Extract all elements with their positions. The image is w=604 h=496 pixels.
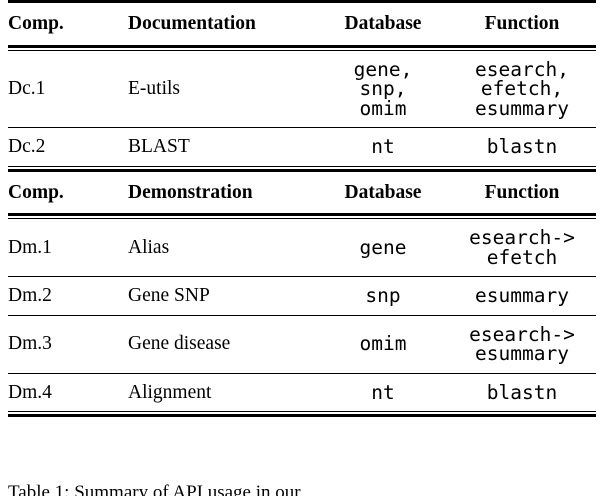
cell-comp: Dm.2 xyxy=(8,285,52,306)
column-header-comp: Comp. xyxy=(8,13,64,34)
column-header-documentation: Documentation xyxy=(128,13,256,34)
table-top-rule xyxy=(8,0,596,4)
cell-comp: Dc.2 xyxy=(8,136,46,157)
header-rule-documentation xyxy=(8,44,596,51)
cell-demonstration: Alias xyxy=(128,236,170,258)
cell-comp: Dc.1 xyxy=(8,78,46,99)
section-divider-rule xyxy=(8,165,596,172)
cell-database: nt xyxy=(371,135,395,158)
column-header-demonstration: Demonstration xyxy=(128,181,253,203)
cell-function: esearch, efetch, esummary xyxy=(475,57,569,120)
table-row: Dc.1 E-utils gene, snp, omim esearch, ef… xyxy=(8,50,596,128)
header-row-demonstration: Comp. Demonstration Database Function xyxy=(8,170,596,215)
cell-function: esearch-> esummary xyxy=(469,322,575,365)
row-rule xyxy=(8,127,596,128)
cell-demonstration: Gene disease xyxy=(128,333,231,355)
cell-database: gene, snp, omim xyxy=(353,57,413,120)
cell-documentation: BLAST xyxy=(128,136,190,157)
row-rule xyxy=(8,314,596,316)
row-rule xyxy=(8,372,596,374)
table-row: Dm.1 Alias gene esearch-> efetch xyxy=(8,219,596,277)
cell-database: gene xyxy=(359,235,407,259)
cell-database: snp xyxy=(365,284,401,307)
table-row: Dc.2 BLAST nt blastn xyxy=(8,128,596,166)
cell-database: omim xyxy=(359,332,407,356)
cell-function: esummary xyxy=(475,284,569,307)
table-row: Dm.3 Gene disease omim esearch-> esummar… xyxy=(8,316,596,374)
cell-comp: Dm.1 xyxy=(8,236,52,258)
column-header-function: Function xyxy=(484,181,560,203)
cell-function: esearch-> efetch xyxy=(469,226,575,269)
cell-comp: Dm.4 xyxy=(8,381,52,403)
cell-comp: Dm.3 xyxy=(8,333,52,355)
column-header-database: Database xyxy=(344,181,422,203)
column-header-comp: Comp. xyxy=(8,181,64,203)
cell-demonstration: Gene SNP xyxy=(128,285,210,306)
cell-function: blastn xyxy=(486,380,558,404)
column-header-function: Function xyxy=(484,13,560,34)
cell-database: nt xyxy=(371,380,395,404)
cell-demonstration: Alignment xyxy=(128,381,212,403)
row-rule xyxy=(8,276,596,277)
column-header-database: Database xyxy=(344,13,422,34)
header-row-documentation: Comp. Documentation Database Function xyxy=(8,3,596,46)
table-row: Dm.2 Gene SNP snp esummary xyxy=(8,277,596,315)
cell-function: blastn xyxy=(486,135,558,158)
table-bottom-rule xyxy=(8,411,596,417)
table-row: Dm.4 Alignment nt blastn xyxy=(8,374,596,412)
cell-documentation: E-utils xyxy=(128,78,180,99)
table-caption: Table 1: Summary of API usage in our xyxy=(8,482,301,496)
header-rule-demonstration xyxy=(8,213,596,219)
api-usage-table: Comp. Documentation Database Function Dc… xyxy=(8,0,596,417)
